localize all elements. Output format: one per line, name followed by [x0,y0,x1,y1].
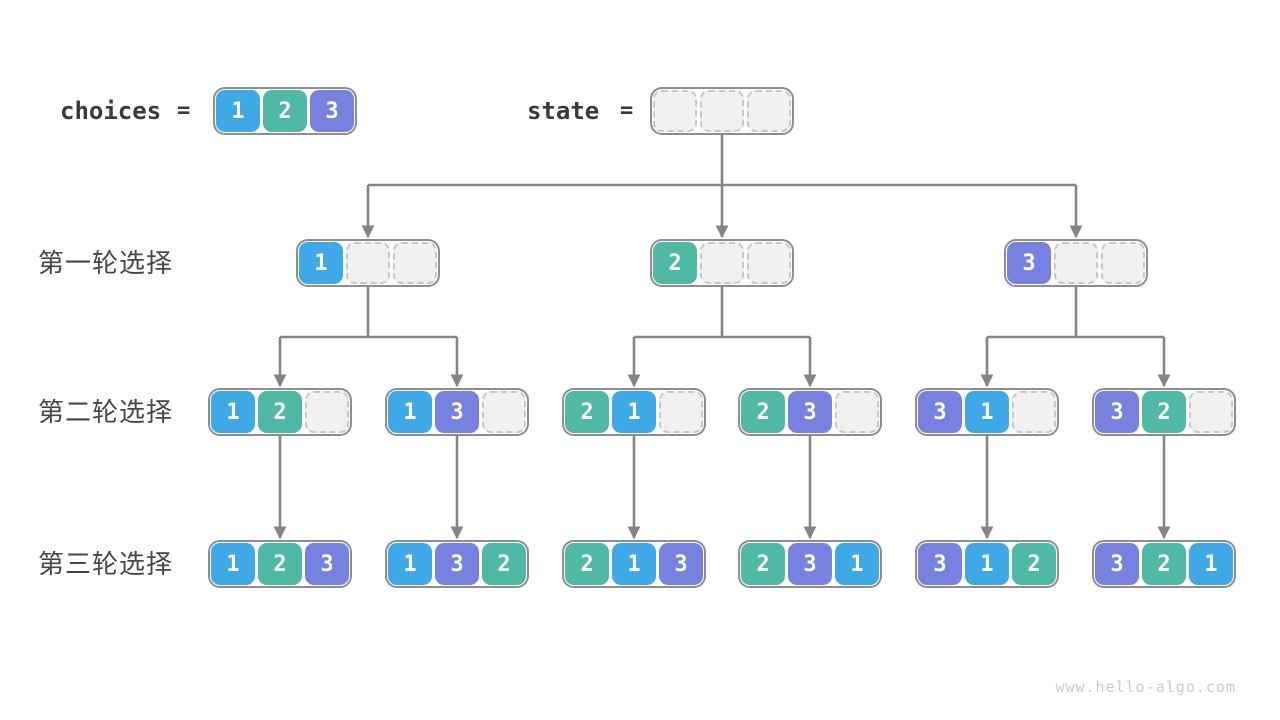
empty-cell [1189,391,1233,433]
value-cell: 3 [1007,242,1051,284]
value-cell: 2 [1012,543,1056,585]
empty-cell [1101,242,1145,284]
empty-cell [305,391,349,433]
choices-label: choices [60,97,162,125]
value-cell: 3 [1095,391,1139,433]
watermark: www.hello-algo.com [1055,678,1236,696]
value-cell: 1 [216,90,260,132]
value-cell: 2 [263,90,307,132]
value-cell: 3 [435,543,479,585]
value-cell: 3 [918,543,962,585]
row-label-round-1: 第一轮选择 [38,248,174,278]
value-cell: 2 [741,391,785,433]
value-cell: 2 [653,242,697,284]
value-cell: 3 [918,391,962,433]
value-cell: 3 [788,543,832,585]
row-label-round-3: 第三轮选择 [38,549,174,579]
empty-cell [747,90,791,132]
empty-cell [1012,391,1056,433]
value-cell: 2 [258,391,302,433]
value-cell: 3 [659,543,703,585]
state-box-round1-2: 2 [650,239,794,287]
value-cell: 2 [1142,543,1186,585]
state-box-round1-1: 1 [296,239,440,287]
empty-cell [747,242,791,284]
state-equals-sign: = [620,98,634,123]
value-cell: 1 [388,543,432,585]
empty-cell [700,90,744,132]
empty-cell [1054,242,1098,284]
state-box-round1-3: 3 [1004,239,1148,287]
empty-cell [835,391,879,433]
value-cell: 1 [612,543,656,585]
state-array-box [650,87,794,135]
value-cell: 1 [612,391,656,433]
value-cell: 1 [211,391,255,433]
empty-cell [482,391,526,433]
empty-cell [346,242,390,284]
value-cell: 1 [965,543,1009,585]
empty-cell [653,90,697,132]
value-cell: 1 [965,391,1009,433]
empty-cell [393,242,437,284]
value-cell: 3 [310,90,354,132]
value-cell: 2 [741,543,785,585]
value-cell: 1 [1189,543,1233,585]
value-cell: 3 [435,391,479,433]
value-cell: 1 [388,391,432,433]
empty-cell [700,242,744,284]
value-cell: 2 [565,391,609,433]
value-cell: 1 [299,242,343,284]
value-cell: 3 [1095,543,1139,585]
value-cell: 2 [482,543,526,585]
value-cell: 1 [835,543,879,585]
value-cell: 2 [1142,391,1186,433]
value-cell: 3 [305,543,349,585]
row-label-round-2: 第二轮选择 [38,397,174,427]
choices-equals-sign: = [177,98,191,123]
value-cell: 2 [565,543,609,585]
state-label: state [527,97,600,125]
value-cell: 1 [211,543,255,585]
value-cell: 3 [788,391,832,433]
value-cell: 2 [258,543,302,585]
empty-cell [659,391,703,433]
